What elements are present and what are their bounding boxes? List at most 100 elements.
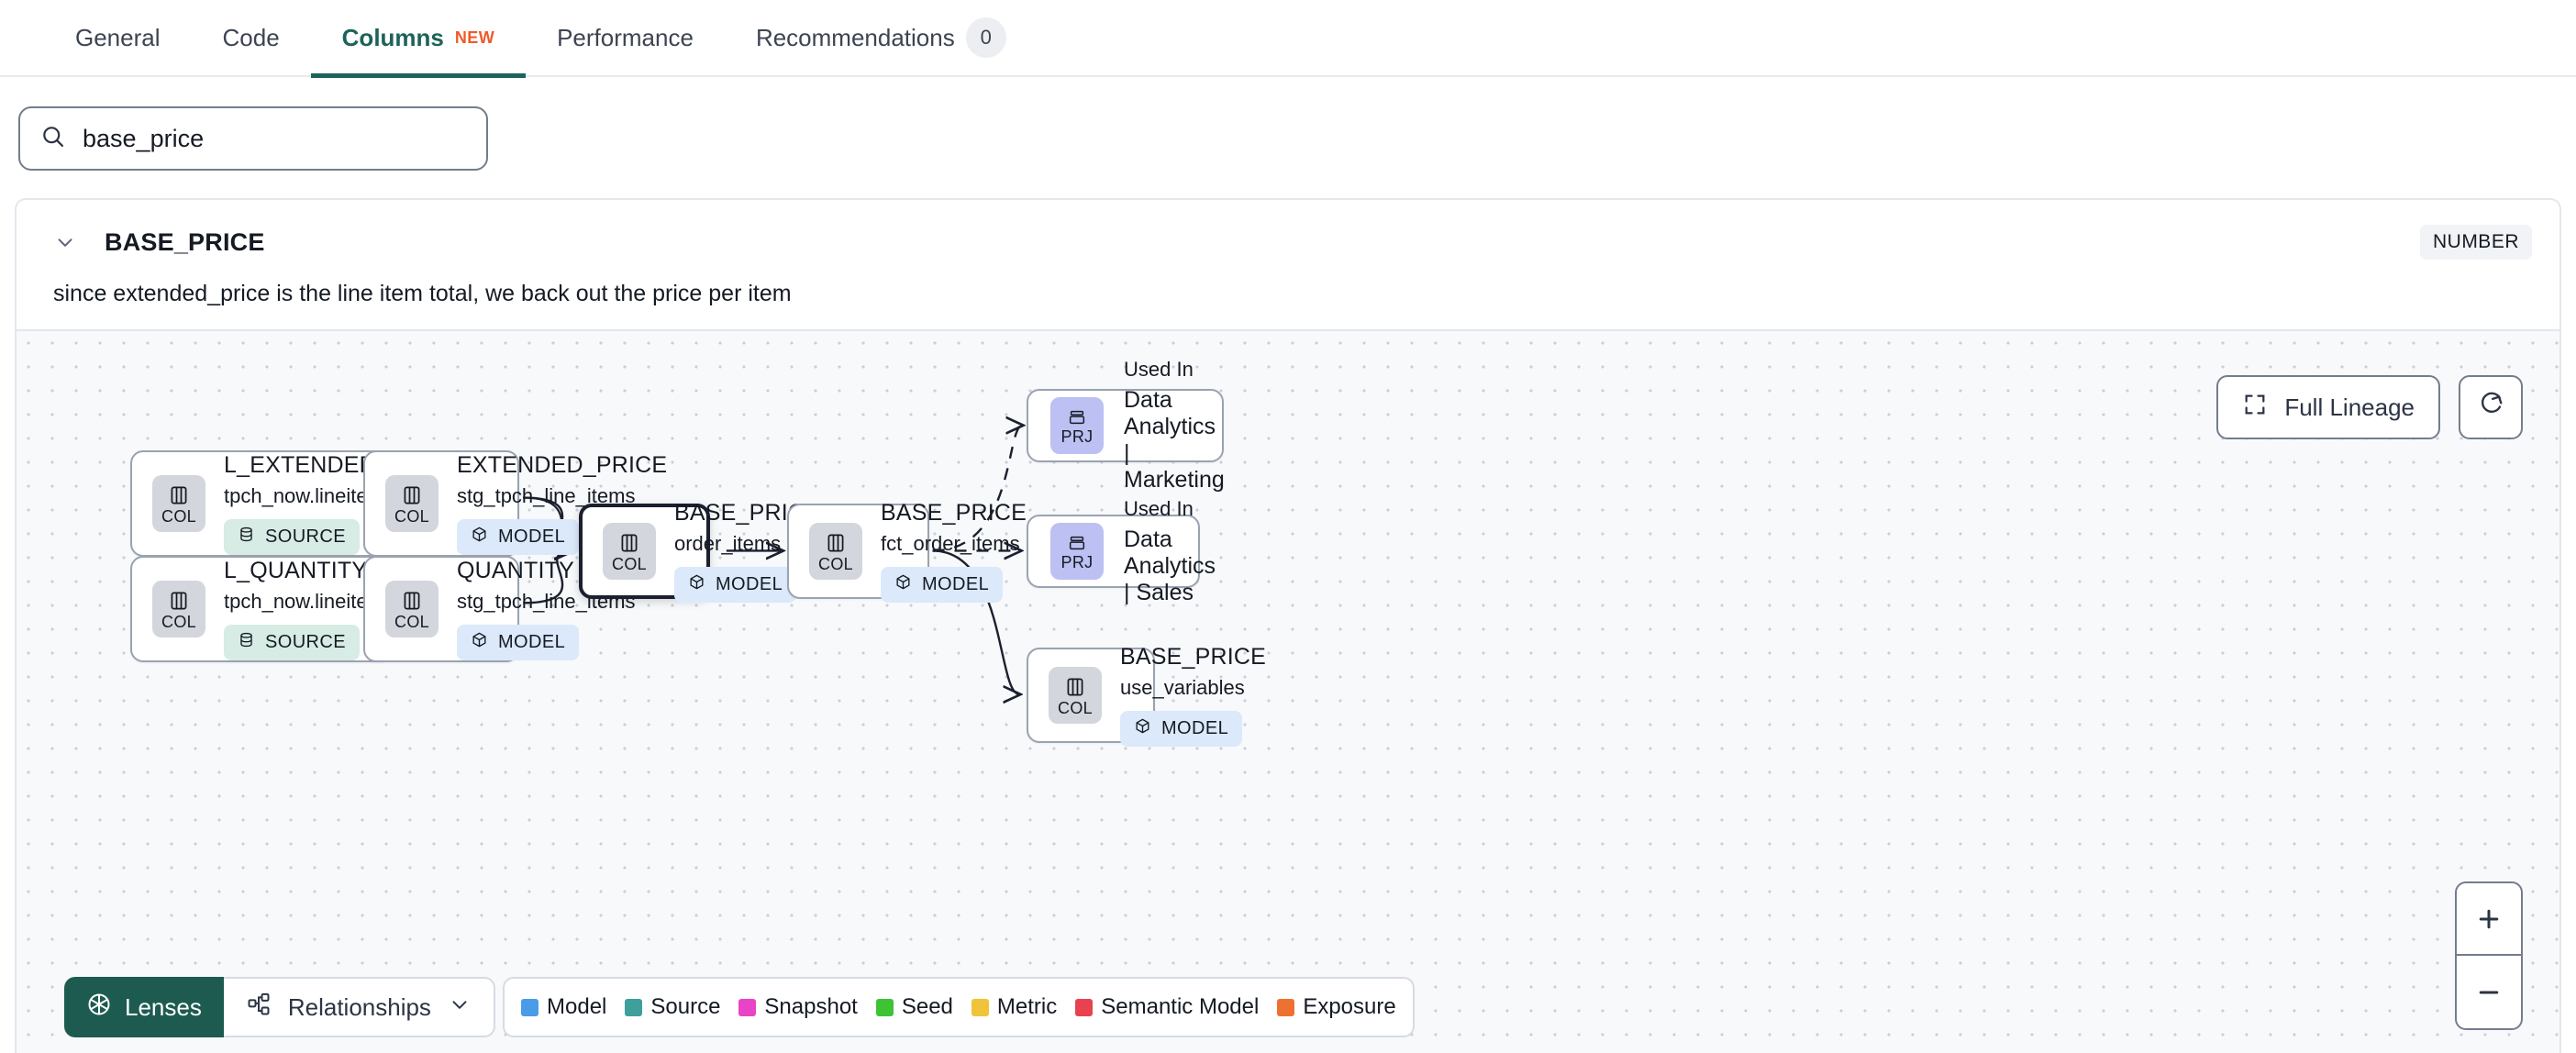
tab-general[interactable]: General [44,0,192,76]
search-box[interactable] [18,106,488,171]
node-chip-model: MODEL [674,567,797,603]
column-icon: COL [152,475,205,532]
lineage-node-extended-price[interactable]: COL EXTENDED_PRICE stg_tpch_line_items M… [363,450,667,557]
legend-label: Source [650,994,721,1019]
full-lineage-button[interactable]: Full Lineage [2216,375,2440,439]
refresh-button[interactable] [2459,375,2523,439]
node-name: BASE_PRICE [881,500,1027,526]
lineage-edges [279,331,2559,1053]
legend-swatch-snapshot [738,998,757,1016]
column-card: BASE_PRICE NUMBER since extended_price i… [15,198,2561,1053]
column-icon: COL [385,581,439,637]
expand-icon [2242,392,2268,424]
tab-code[interactable]: Code [192,0,311,76]
node-subtitle: fct_order_items [881,532,1020,555]
tab-general-label: General [75,23,161,51]
legend-label: Exposure [1303,994,1396,1019]
node-subtitle: tpch_now.lineitem [224,484,384,507]
cube-icon [688,573,705,596]
node-kind-label: COL [612,554,647,573]
refresh-icon [2477,391,2504,425]
cube-icon [471,631,488,654]
chevron-down-icon [448,992,472,1023]
column-icon: COL [809,523,862,580]
legend-swatch-source [625,998,643,1016]
full-lineage-label: Full Lineage [2284,393,2415,421]
tab-columns-label: Columns [341,23,444,51]
node-kind-label: COL [1058,698,1093,717]
node-subtitle: use_variables [1120,676,1245,699]
tab-bar: General Code Columns NEW Performance Rec… [0,0,2576,78]
node-body: BASE_PRICE use_variables MODEL [1120,644,1266,747]
project-icon: PRJ [1050,523,1104,580]
node-body: EXTENDED_PRICE stg_tpch_line_items MODEL [457,452,667,555]
aperture-icon [86,992,112,1024]
project-used-in-label: Used In [1124,358,1194,381]
node-kind-label: COL [161,506,196,526]
relationships-icon [246,992,272,1024]
legend-label: Snapshot [764,994,858,1019]
tab-recommendations[interactable]: Recommendations 0 [725,0,1038,76]
node-chip-label: SOURCE [265,632,346,652]
database-icon [238,631,255,654]
search-input[interactable] [83,124,466,153]
node-kind-label: COL [394,506,429,526]
relationships-button[interactable]: Relationships [223,977,495,1037]
node-body: BASE_PRICE fct_order_items MODEL [881,500,1027,603]
node-chip-label: MODEL [498,526,566,547]
node-chip-label: SOURCE [265,526,346,547]
cube-icon [471,526,488,549]
lineage-node-base-price-fct-order-items[interactable]: COL BASE_PRICE fct_order_items MODEL [787,500,1027,603]
legend-item-seed: Seed [875,994,953,1020]
legend-label: Metric [996,994,1058,1019]
tab-columns[interactable]: Columns NEW [310,0,527,78]
node-chip-source: SOURCE [224,625,360,660]
node-chip-label: MODEL [922,574,990,594]
project-icon: PRJ [1050,397,1104,454]
node-subtitle: order_items [674,532,782,555]
node-kind-label: COL [818,554,853,573]
legend-label: Semantic Model [1101,994,1260,1019]
legend-swatch-seed [875,998,894,1016]
column-icon: COL [152,581,205,637]
lineage-node-base-price-order-items[interactable]: COL BASE_PRICE order_items MODEL [579,500,820,603]
legend-item-source: Source [625,994,720,1020]
chevron-down-icon[interactable] [53,230,77,254]
lineage-node-quantity[interactable]: COL QUANTITY stg_tpch_line_items MODEL [363,556,635,662]
tab-performance[interactable]: Performance [526,0,725,76]
cube-icon [894,573,912,596]
legend-label: Seed [901,994,953,1019]
legend-item-model: Model [521,994,606,1020]
relationships-label: Relationships [287,992,431,1021]
legend-label: Model [547,994,607,1019]
node-chip-model: MODEL [881,567,1004,603]
legend-swatch-model [521,998,539,1016]
node-body: Used In Data Analytics | Marketing [1124,358,1225,493]
legend-item-metric: Metric [971,994,1058,1020]
lineage-node-project-marketing[interactable]: PRJ Used In Data Analytics | Marketing [1027,358,1225,493]
column-header[interactable]: BASE_PRICE NUMBER [17,200,2559,260]
node-name: L_QUANTITY [224,558,368,583]
lineage-canvas[interactable]: COL L_EXTENDEDPRICE tpch_now.lineitem SO… [17,329,2559,1053]
node-chip-label: MODEL [498,632,566,652]
lineage-node-project-sales[interactable]: PRJ Used In Data Analytics | Sales [1027,497,1216,605]
node-kind-label: PRJ [1060,552,1094,571]
column-icon: COL [385,475,439,532]
lenses-button[interactable]: Lenses [64,977,224,1037]
legend-item-semantic-model: Semantic Model [1075,994,1259,1020]
node-name: EXTENDED_PRICE [457,452,668,478]
lineage-node-l-quantity[interactable]: COL L_QUANTITY tpch_now.lineitem SOURCE [130,556,394,662]
node-chip-model: MODEL [457,625,580,660]
legend-item-exposure: Exposure [1277,994,1396,1020]
lineage-node-base-price-use-variables[interactable]: COL BASE_PRICE use_variables MODEL [1027,644,1266,747]
zoom-out-button[interactable] [2457,956,2521,1028]
tab-code-label: Code [222,23,280,51]
tab-performance-label: Performance [557,23,694,51]
lenses-label: Lenses [125,992,202,1021]
zoom-in-button[interactable] [2457,883,2521,956]
node-subtitle: tpch_now.lineitem [224,590,384,613]
legend-swatch-exposure [1277,998,1295,1016]
column-type-badge: NUMBER [2419,225,2532,260]
legend-swatch-semantic-model [1075,998,1094,1016]
node-name: QUANTITY [457,558,574,583]
